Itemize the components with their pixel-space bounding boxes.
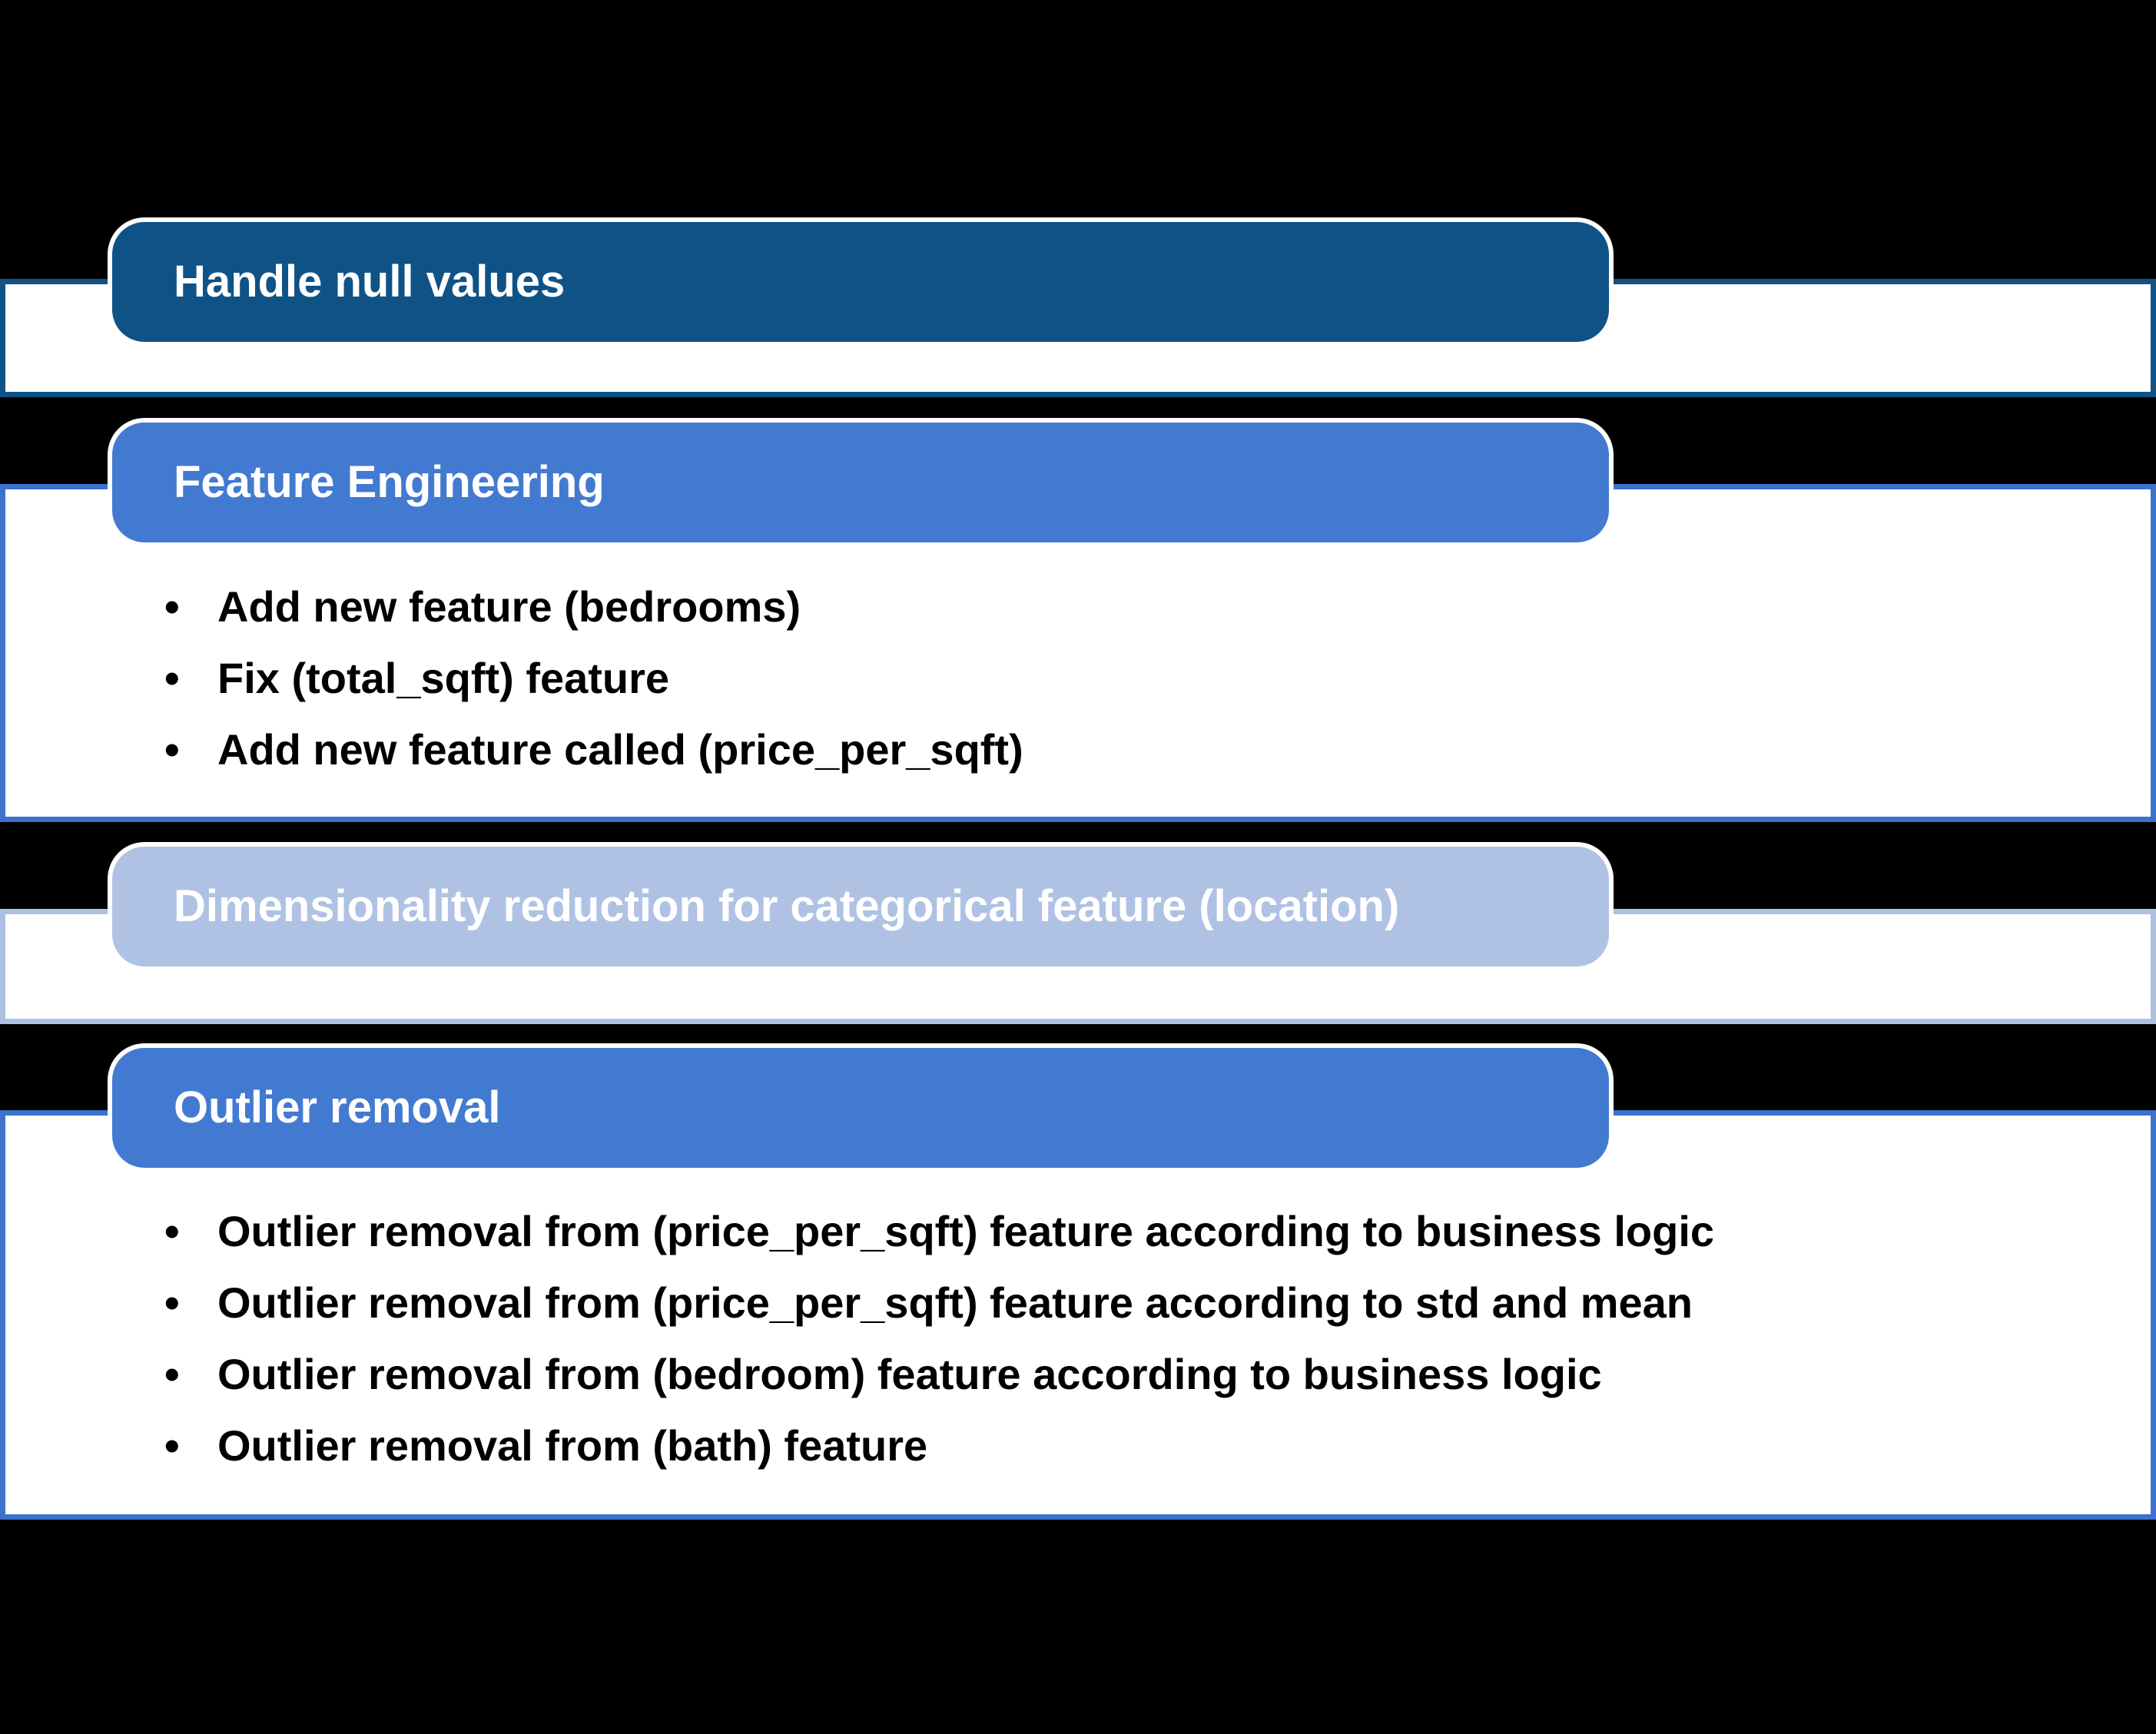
section-1-title: Handle null values xyxy=(174,257,566,307)
section-1-header: Handle null values xyxy=(108,217,1614,346)
bullet-text: Outlier removal from (bedroom) feature a… xyxy=(217,1350,1602,1398)
bullet-text: Outlier removal from (bath) feature xyxy=(217,1421,928,1470)
bullet-text: Fix (total_sqft) feature xyxy=(217,654,670,702)
bullet-text: Add new feature called (price_per_sqft) xyxy=(217,725,1023,774)
section-4-header: Outlier removal xyxy=(108,1043,1614,1172)
bullet-text: Outlier removal from (price_per_sqft) fe… xyxy=(217,1207,1715,1255)
list-item: • Add new feature called (price_per_sqft… xyxy=(164,725,1023,774)
section-4-panel xyxy=(0,1110,2156,1520)
section-2-title: Feature Engineering xyxy=(174,457,605,507)
bullet-text: Outlier removal from (price_per_sqft) fe… xyxy=(217,1278,1693,1327)
section-2-header: Feature Engineering xyxy=(108,418,1614,547)
section-2-bullet-list: • Add new feature (bedrooms) • Fix (tota… xyxy=(164,582,1023,797)
section-3-header: Dimensionality reduction for categorical… xyxy=(108,842,1614,971)
bullet-icon: • xyxy=(164,1278,180,1327)
bullet-icon: • xyxy=(164,654,180,702)
section-3-title: Dimensionality reduction for categorical… xyxy=(174,881,1400,931)
section-4-title: Outlier removal xyxy=(174,1083,501,1132)
bullet-icon: • xyxy=(164,1421,180,1470)
list-item: • Fix (total_sqft) feature xyxy=(164,654,1023,703)
list-item: • Outlier removal from (bedroom) feature… xyxy=(164,1350,1714,1399)
list-item: • Outlier removal from (price_per_sqft) … xyxy=(164,1207,1714,1256)
bullet-icon: • xyxy=(164,725,180,774)
list-item: • Outlier removal from (price_per_sqft) … xyxy=(164,1278,1714,1328)
list-item: • Outlier removal from (bath) feature xyxy=(164,1421,1714,1470)
bullet-icon: • xyxy=(164,582,180,631)
bullet-icon: • xyxy=(164,1207,180,1255)
bullet-text: Add new feature (bedrooms) xyxy=(217,582,801,631)
section-4-bullet-list: • Outlier removal from (price_per_sqft) … xyxy=(164,1207,1714,1493)
list-item: • Add new feature (bedrooms) xyxy=(164,582,1023,632)
bullet-icon: • xyxy=(164,1350,180,1398)
